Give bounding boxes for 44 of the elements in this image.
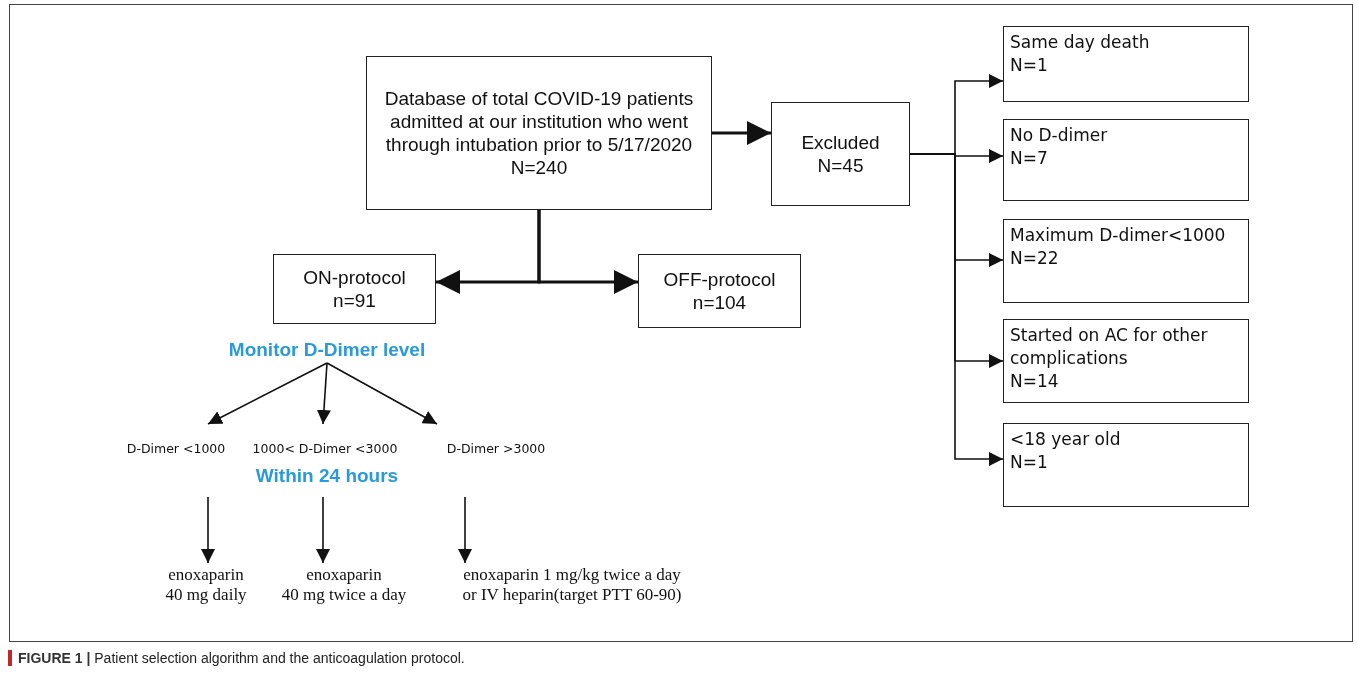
range-label: D-Dimer <1000 bbox=[113, 438, 239, 458]
flow-text: n=91 bbox=[332, 289, 377, 312]
arrow bbox=[207, 362, 328, 425]
flow-text: N=14 bbox=[1010, 370, 1060, 393]
flow-text: N=1 bbox=[1010, 451, 1049, 474]
flow-text: Same day death bbox=[1010, 31, 1151, 54]
flow-text: n=104 bbox=[691, 291, 748, 314]
figure-caption: FIGURE 1 | Patient selection algorithm and the anticoagulation protocol. bbox=[8, 650, 1018, 666]
treatment-text: enoxaparin 40 mg twice a day bbox=[265, 563, 423, 607]
flow-text: Started on AC for other complications bbox=[1010, 324, 1209, 370]
flow-text: N=1 bbox=[1010, 54, 1049, 77]
arrow bbox=[316, 362, 331, 425]
flow-text: N=240 bbox=[509, 156, 569, 179]
flow-text: No D-dimer bbox=[1010, 124, 1109, 147]
range-label: D-Dimer >3000 bbox=[432, 438, 560, 458]
flow-text: <18 year old bbox=[1010, 428, 1122, 451]
flow-text: ON-protocol bbox=[302, 266, 407, 289]
flow-text: N=45 bbox=[816, 154, 865, 177]
arrow bbox=[201, 496, 215, 564]
treatment-text: enoxaparin 1 mg/kg twice a day or IV heparin(target PTT 60-90) bbox=[426, 563, 718, 607]
process-box bbox=[1003, 423, 1249, 507]
flow-text: N=7 bbox=[1010, 147, 1049, 170]
process-box bbox=[1003, 119, 1249, 201]
process-box bbox=[638, 254, 801, 328]
process-box bbox=[1003, 319, 1249, 403]
process-box bbox=[273, 254, 436, 324]
process-box bbox=[366, 56, 712, 210]
step-heading: Within 24 hours bbox=[254, 464, 400, 488]
treatment-text: enoxaparin 40 mg daily bbox=[150, 563, 262, 607]
flow-text: N=22 bbox=[1010, 247, 1060, 270]
process-box bbox=[1003, 26, 1249, 102]
flow-text: OFF-protocol bbox=[662, 268, 777, 291]
step-heading: Monitor D-Dimer level bbox=[217, 337, 437, 363]
flow-text: Excluded bbox=[800, 131, 881, 154]
arrow bbox=[537, 210, 638, 294]
arrow bbox=[316, 496, 330, 564]
range-label: 1000< D-Dimer <3000 bbox=[240, 438, 410, 458]
arrow bbox=[326, 362, 438, 425]
process-box bbox=[771, 102, 910, 206]
arrow bbox=[458, 496, 472, 564]
arrow bbox=[712, 121, 771, 145]
flow-text: Maximum D-dimer<1000 bbox=[1010, 224, 1227, 247]
flow-text: Database of total COVID-19 patients admitted at our institution who went through intubation prior to 5/17/2020 bbox=[383, 87, 695, 156]
process-box bbox=[1003, 219, 1249, 303]
